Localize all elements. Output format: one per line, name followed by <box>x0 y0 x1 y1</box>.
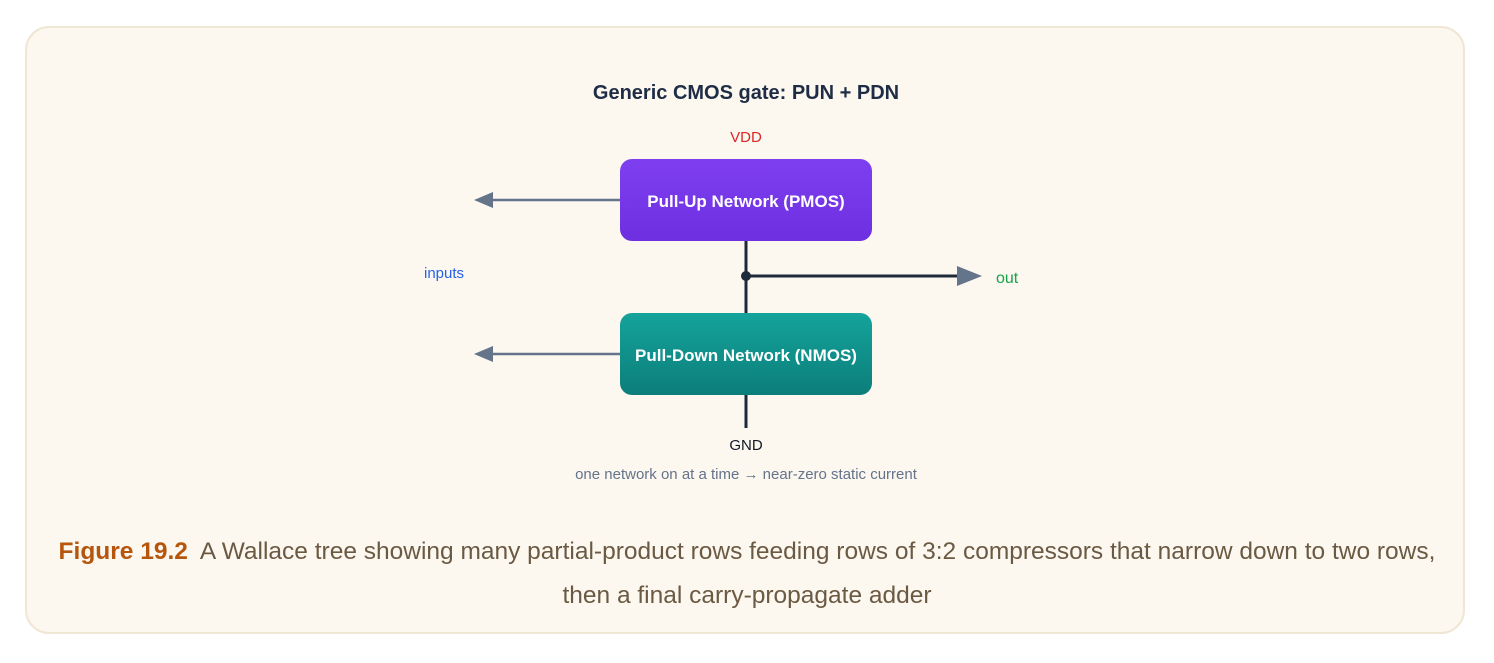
figure-caption: Figure 19.2 A Wallace tree showing many p… <box>40 530 1454 618</box>
pull-up-network-box: Pull-Up Network (PMOS) <box>620 159 872 241</box>
pdn-label: Pull-Down Network (NMOS) <box>635 346 857 365</box>
diagram-title: Generic CMOS gate: PUN + PDN <box>593 82 899 104</box>
inputs-label: inputs <box>424 265 464 282</box>
pun-label: Pull-Up Network (PMOS) <box>647 192 844 211</box>
output-node-dot <box>741 271 751 281</box>
input-arrow-pdn <box>474 346 620 362</box>
gnd-label: GND <box>729 437 763 454</box>
cmos-gate-diagram: Generic CMOS gate: PUN + PDN VDD inputs … <box>424 82 1019 483</box>
static-current-note: one network on at a time → near-zero sta… <box>575 466 918 483</box>
input-arrow-pun <box>474 192 620 208</box>
output-arrow <box>746 266 982 286</box>
figure-label: Figure 19.2 <box>58 538 188 565</box>
figure-caption-text: A Wallace tree showing many partial-prod… <box>199 538 1436 609</box>
pull-down-network-box: Pull-Down Network (NMOS) <box>620 313 872 395</box>
vdd-label: VDD <box>730 129 762 146</box>
out-label: out <box>996 270 1019 287</box>
